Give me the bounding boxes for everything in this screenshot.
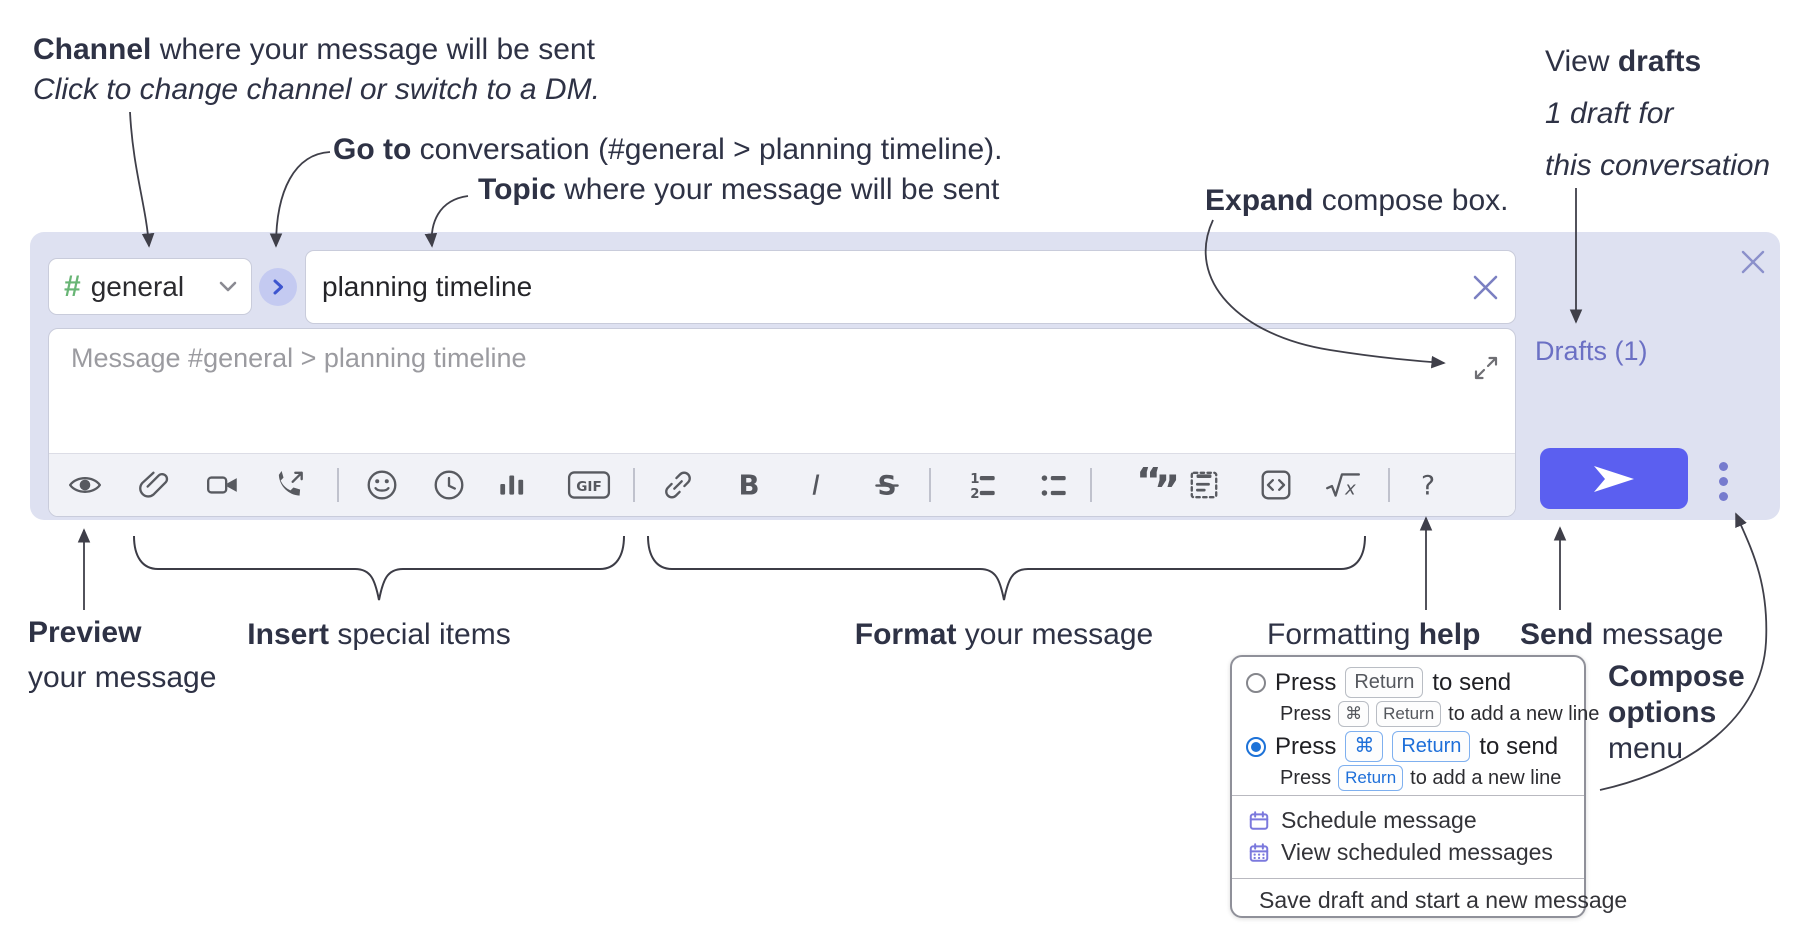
popup-divider	[1232, 878, 1584, 879]
cmd-enter-sends-option[interactable]: Press ⌘ Return to send	[1246, 731, 1574, 762]
expand-compose-icon[interactable]	[1473, 355, 1499, 381]
formatting-help-annotation: Formatting help	[1267, 618, 1481, 651]
svg-text:x: x	[1344, 479, 1356, 500]
svg-text:”: ”	[1154, 468, 1177, 503]
topic-annotation: Topic where your message will be sent	[478, 173, 1000, 206]
strikethrough-icon[interactable]: S	[864, 462, 910, 508]
chevron-down-icon	[219, 281, 237, 292]
bold-icon[interactable]: B	[726, 462, 772, 508]
start-voice-call-icon[interactable]	[267, 462, 313, 508]
topic-value: planning timeline	[322, 271, 533, 302]
message-input[interactable]: Message #general > planning timeline	[71, 343, 527, 373]
add-emoji-icon[interactable]	[359, 462, 405, 508]
channel-arrow	[129, 111, 155, 248]
svg-text:?: ?	[1421, 471, 1435, 502]
close-compose-icon[interactable]	[1739, 248, 1769, 278]
format-annotation: Format your message	[854, 618, 1154, 651]
svg-text:B: B	[738, 469, 759, 502]
toolbar-divider	[1388, 468, 1390, 502]
compose-box: # general planning timeline Message #gen…	[30, 232, 1780, 520]
expand-annotation: Expand compose box.	[1205, 184, 1509, 217]
return-key-chip: Return	[1376, 701, 1442, 727]
channel-annotation: Channel where your message will be sent …	[33, 30, 600, 110]
enter-sends-option[interactable]: Press Return to send	[1246, 667, 1574, 698]
bulleted-list-icon[interactable]	[1031, 462, 1077, 508]
italic-icon[interactable]: I	[793, 462, 839, 508]
svg-text:2: 2	[970, 487, 979, 502]
message-formatting-help-icon[interactable]: ?	[1405, 462, 1451, 508]
compose-options-popup: Press Return to send Press ⌘ Return to a…	[1230, 655, 1627, 918]
send-annotation: Send message	[1520, 618, 1724, 651]
radio-unselected-icon[interactable]	[1246, 672, 1266, 693]
preview-eye-icon[interactable]	[62, 462, 108, 508]
cmd-key-chip: ⌘	[1345, 731, 1384, 762]
schedule-message-item[interactable]: Schedule message	[1248, 807, 1574, 834]
format-brace	[647, 535, 1366, 601]
clear-topic-icon[interactable]	[1472, 274, 1499, 301]
channel-annotation-rest: where your message will be sent	[151, 33, 595, 66]
calendar-icon	[1249, 810, 1269, 830]
svg-text:I: I	[812, 469, 820, 502]
channel-name: general	[90, 270, 185, 302]
popup-divider	[1232, 795, 1584, 796]
view-drafts-annotation: View drafts 1 draft for this conversatio…	[1545, 45, 1771, 182]
cmd-enter-sends-subtext: Press Return to add a new line	[1280, 765, 1574, 791]
view-scheduled-messages-item[interactable]: View scheduled messages	[1248, 839, 1574, 866]
insert-brace	[133, 535, 625, 601]
drafts-link[interactable]: Drafts (1)	[1535, 336, 1648, 366]
quote-icon[interactable]: “”	[1134, 462, 1180, 508]
calendar-grid-icon	[1249, 842, 1269, 862]
compose-options-annotation: Compose options menu	[1608, 660, 1745, 765]
compose-options-menu-icon[interactable]	[1714, 456, 1732, 507]
channel-selector[interactable]: # general	[48, 258, 252, 315]
channel-annotation-sub: Click to change channel or switch to a D…	[33, 73, 600, 106]
enter-sends-subtext: Press ⌘ Return to add a new line	[1280, 701, 1599, 727]
spoiler-icon[interactable]	[1181, 462, 1227, 508]
channel-annotation-bold: Channel	[33, 33, 152, 66]
send-plane-icon	[1594, 465, 1634, 492]
chevron-right-icon	[273, 279, 283, 295]
svg-text:1: 1	[970, 472, 979, 487]
add-gif-icon[interactable]: GIF	[566, 462, 612, 508]
link-icon[interactable]	[655, 462, 701, 508]
attach-file-icon[interactable]	[131, 462, 177, 508]
radio-selected-icon[interactable]	[1246, 736, 1266, 757]
send-button[interactable]	[1540, 448, 1688, 509]
go-to-conversation-button[interactable]	[259, 268, 297, 306]
add-global-time-icon[interactable]	[426, 462, 472, 508]
channel-hash-icon: #	[64, 269, 81, 303]
return-key-chip: Return	[1345, 667, 1424, 698]
code-icon[interactable]	[1253, 462, 1299, 508]
topic-input[interactable]: planning timeline	[305, 250, 1516, 324]
create-poll-icon[interactable]	[489, 462, 535, 508]
toolbar-divider	[337, 468, 339, 502]
svg-text:GIF: GIF	[576, 479, 602, 495]
return-key-chip: Return	[1392, 731, 1471, 762]
insert-annotation: Insert special items	[247, 618, 511, 651]
preview-annotation: Preview your message	[28, 616, 217, 694]
start-video-call-icon[interactable]	[200, 462, 246, 508]
cmd-key-chip: ⌘	[1338, 701, 1370, 727]
toolbar-divider	[1090, 468, 1092, 502]
goto-annotation: Go to conversation (#general > planning …	[333, 133, 1003, 166]
toolbar-divider	[633, 468, 635, 502]
math-icon[interactable]: x	[1320, 462, 1366, 508]
message-area: Message #general > planning timeline	[48, 328, 1516, 517]
return-key-chip: Return	[1338, 765, 1404, 791]
save-draft-new-message-item[interactable]: Save draft and start a new message	[1248, 887, 1627, 914]
svg-text:“: “	[1137, 467, 1162, 503]
toolbar-divider	[929, 468, 931, 502]
